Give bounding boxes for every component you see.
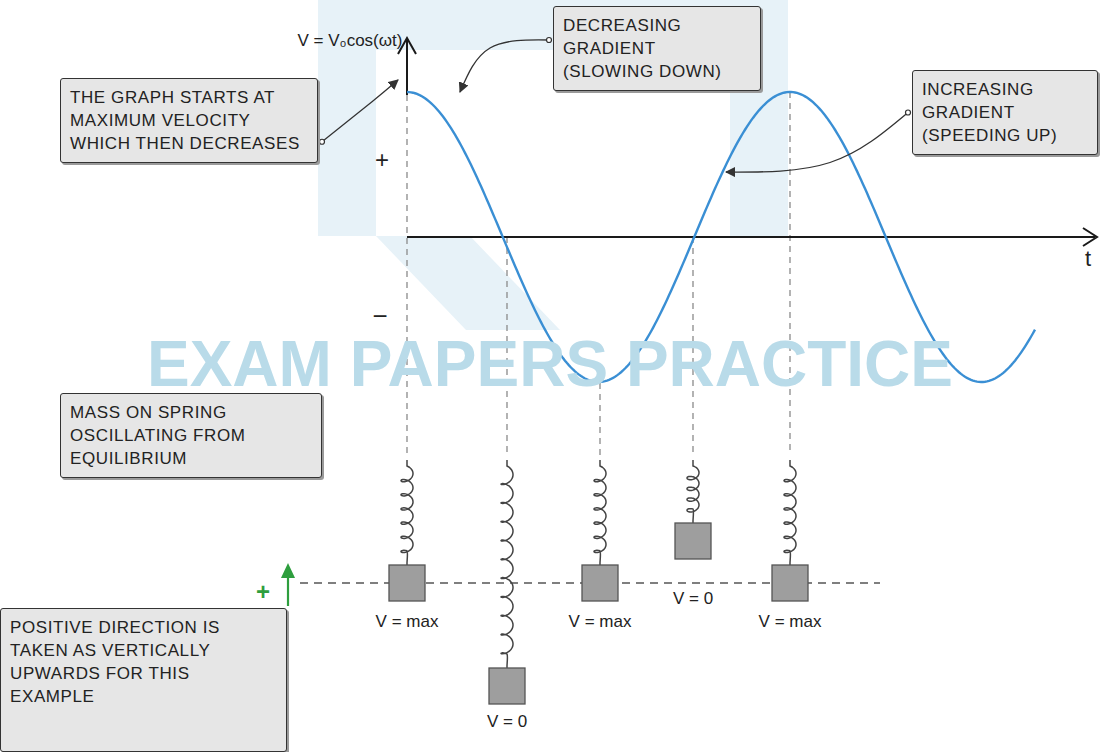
watermark: EXAM PAPERS PRACTICE xyxy=(147,328,953,402)
direction-arrow xyxy=(281,563,295,606)
callout-text: DECREASING GRADIENT (SLOWING DOWN) xyxy=(563,14,751,83)
callout-text: POSITIVE DIRECTION IS TAKEN AS VERTICALL… xyxy=(10,616,277,708)
spring-coil xyxy=(594,460,606,565)
leader-line xyxy=(322,80,398,142)
leader-dot xyxy=(906,110,911,115)
logo-band xyxy=(376,236,560,330)
mass-block xyxy=(489,668,525,704)
guide-line xyxy=(789,92,790,455)
mass-block xyxy=(389,565,425,601)
spring-coil xyxy=(687,460,699,523)
axis-label: t xyxy=(1085,246,1091,271)
spring-layer xyxy=(389,460,808,704)
leader-dot xyxy=(320,139,325,144)
state-label: V = 0 xyxy=(673,589,713,609)
mass-block xyxy=(772,565,808,601)
callout-text: THE GRAPH STARTS AT MAXIMUM VELOCITY WHI… xyxy=(70,86,308,155)
velocity-axis xyxy=(406,40,408,95)
callout-box: THE GRAPH STARTS AT MAXIMUM VELOCITY WHI… xyxy=(60,78,318,163)
axis-arrow xyxy=(1083,228,1097,246)
leader-line xyxy=(460,40,549,92)
guide-line xyxy=(406,95,407,455)
callout-box: MASS ON SPRING OSCILLATING FROM EQUILIBR… xyxy=(60,393,322,478)
axis-sign: + xyxy=(375,146,389,174)
callout-text: MASS ON SPRING OSCILLATING FROM EQUILIBR… xyxy=(70,401,312,470)
spring-coil xyxy=(501,460,513,668)
callout-box: INCREASING GRADIENT (SPEEDING UP) xyxy=(912,70,1098,155)
spring-coil xyxy=(401,460,413,565)
callout-text: INCREASING GRADIENT (SPEEDING UP) xyxy=(922,78,1088,147)
spring-coil xyxy=(784,460,796,565)
formula-label: V = V₀cos(ωt) xyxy=(298,31,403,51)
leader-dot xyxy=(547,38,552,43)
direction-sign: + xyxy=(256,578,270,606)
callout-box: DECREASING GRADIENT (SLOWING DOWN) xyxy=(553,6,761,91)
leader-line xyxy=(726,113,908,173)
mass-block xyxy=(675,523,711,559)
time-axis xyxy=(407,236,1095,238)
state-label: V = max xyxy=(376,612,439,632)
state-label: V = max xyxy=(569,612,632,632)
arrow-head xyxy=(281,563,295,578)
axis-sign: − xyxy=(372,302,387,332)
mass-block xyxy=(582,565,618,601)
state-label: V = 0 xyxy=(487,712,527,732)
state-label: V = max xyxy=(759,612,822,632)
dashed-guides xyxy=(407,92,790,455)
callout-box: POSITIVE DIRECTION IS TAKEN AS VERTICALL… xyxy=(0,608,287,752)
